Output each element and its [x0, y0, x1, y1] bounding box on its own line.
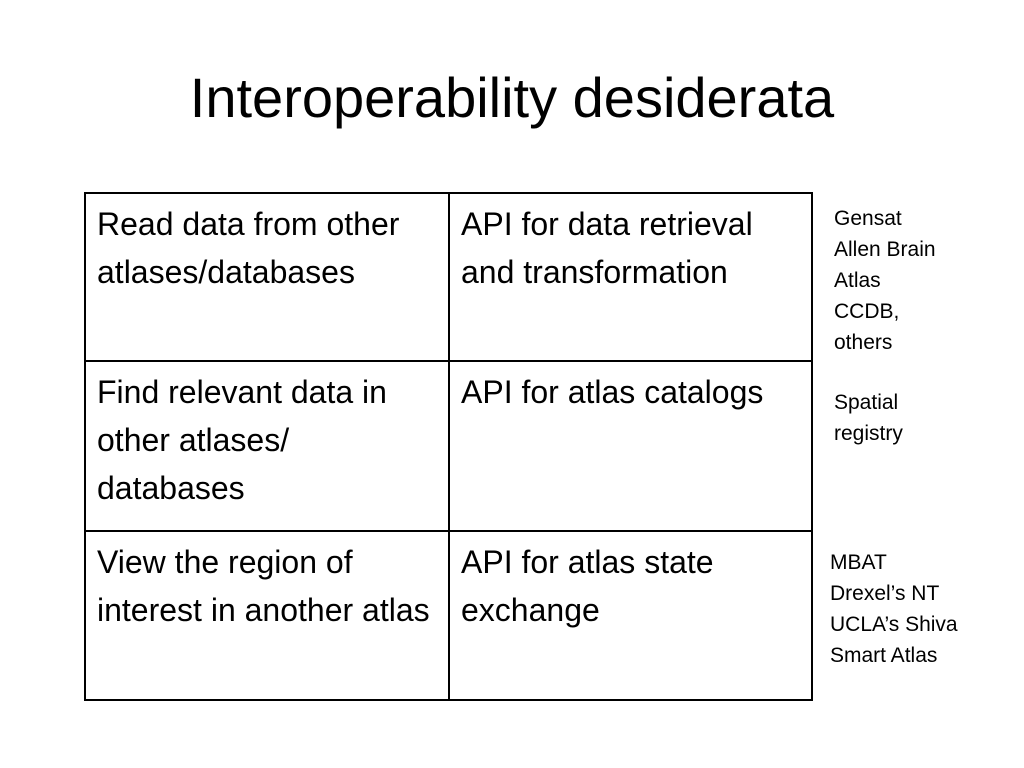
table-row: Find relevant data in other atlases/ dat…	[84, 360, 813, 532]
note-line: others	[834, 331, 893, 354]
need-cell: Find relevant data in other atlases/ dat…	[84, 360, 450, 532]
note-line: CCDB,	[834, 300, 900, 323]
table-row: Read data from other atlases/databases A…	[84, 192, 813, 362]
need-cell: Read data from other atlases/databases	[84, 192, 450, 362]
api-cell: API for data retrieval and transformatio…	[448, 192, 813, 362]
note-line: Allen Brain	[834, 238, 936, 261]
api-cell: API for atlas catalogs	[448, 360, 813, 532]
catalog-note: Spatial registry	[834, 387, 903, 449]
note-line: UCLA’s Shiva	[830, 613, 958, 636]
note-line: Atlas	[834, 269, 881, 292]
note-line: Smart Atlas	[830, 644, 938, 667]
table-row: View the region of interest in another a…	[84, 530, 813, 701]
need-cell: View the region of interest in another a…	[84, 530, 450, 701]
slide-title: Interoperability desiderata	[189, 66, 835, 129]
data-sources-note: Gensat Allen Brain Atlas CCDB, others	[834, 203, 936, 358]
state-exchange-note: MBAT Drexel’s NT UCLA’s Shiva Smart Atla…	[830, 547, 958, 671]
api-cell: API for atlas state exchange	[448, 530, 813, 701]
note-line: Spatial	[834, 391, 899, 414]
note-line: Gensat	[834, 207, 902, 230]
note-line: Drexel’s NT	[830, 582, 940, 605]
desiderata-table: Read data from other atlases/databases A…	[84, 192, 813, 701]
note-line: MBAT	[830, 551, 887, 574]
note-line: registry	[834, 422, 903, 445]
